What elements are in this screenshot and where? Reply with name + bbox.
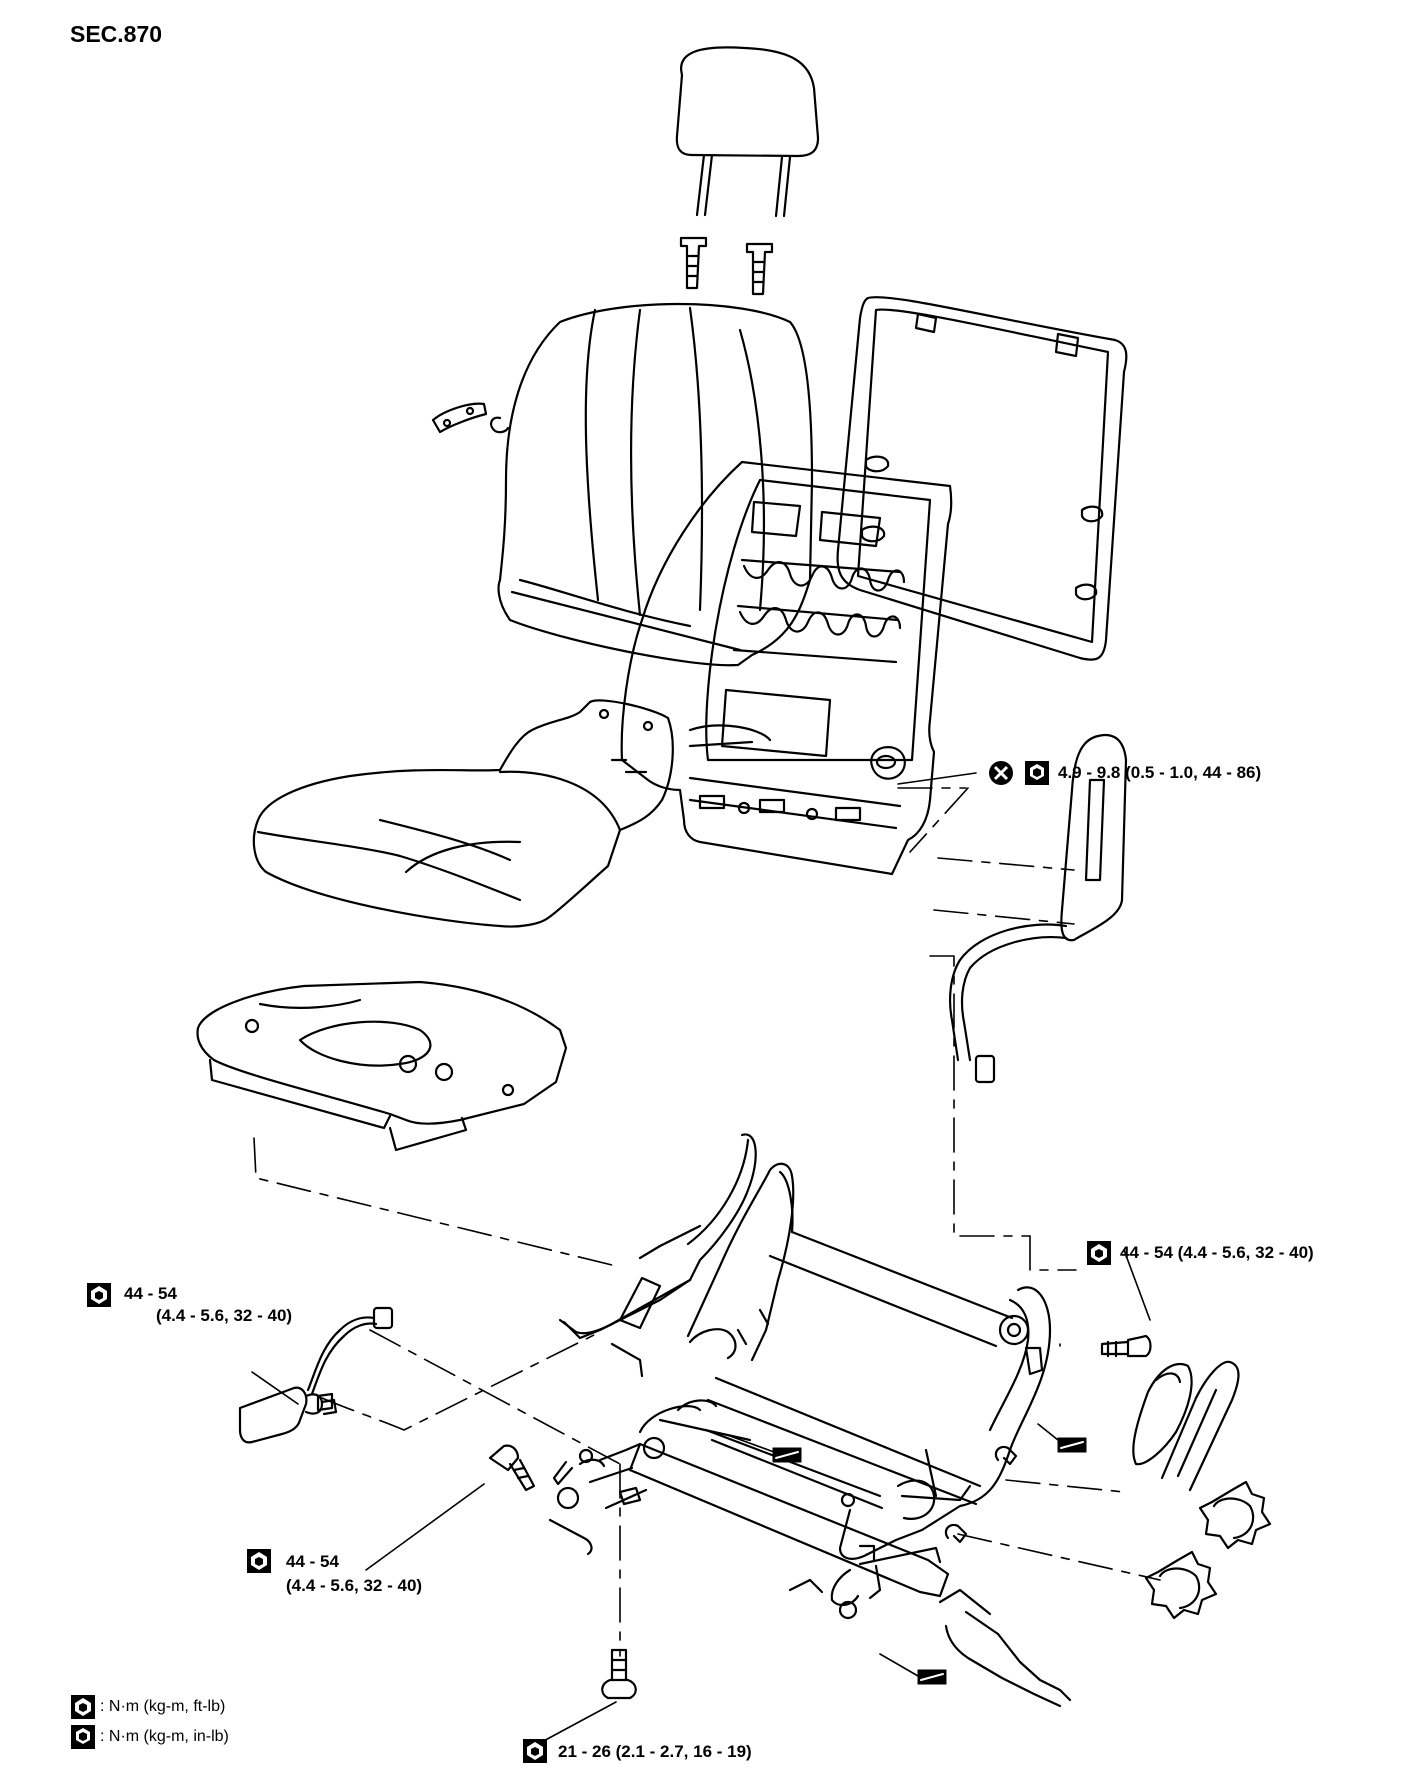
leader-lines	[251, 772, 1151, 1745]
seat-cushion-frame	[548, 1133, 1052, 1620]
torque-label-nut-back-frame: 4.9 - 9.8 (0.5 - 1.0, 44 - 86)	[1058, 763, 1262, 782]
headrest-guide-left	[679, 236, 708, 290]
torque-label-bolt-left-value: 44 - 54	[124, 1284, 177, 1303]
grease-icon	[1057, 1437, 1087, 1453]
slide-rail	[588, 1399, 950, 1598]
seatback-board	[836, 296, 1128, 661]
torque-label-bolt-bottom: 21 - 26 (2.1 - 2.7, 16 - 19)	[558, 1742, 752, 1761]
torque-wrench-small-icon	[71, 1725, 95, 1749]
legend-standard-units: : N·m (kg-m, ft-lb)	[100, 1698, 226, 1715]
recliner-knob-lower	[1144, 1550, 1218, 1620]
section-title: SEC.870	[70, 21, 163, 47]
torque-wrench-icon	[1087, 1241, 1111, 1265]
clip-upper	[994, 1445, 1018, 1466]
seat-belt-buckle	[238, 1306, 394, 1444]
nut-back-frame	[870, 746, 906, 780]
bolt-right-upper	[1100, 1334, 1152, 1358]
bolt-small-left	[316, 1392, 334, 1412]
torque-wrench-icon	[87, 1283, 111, 1307]
torque-label-bolt-lower-detail: (4.4 - 5.6, 32 - 40)	[286, 1576, 423, 1595]
do-not-reuse-icon	[989, 761, 1013, 785]
torque-wrench-icon	[247, 1549, 271, 1573]
headrest-guide-right	[745, 242, 774, 296]
assembly-dashed-lines	[253, 787, 1161, 1657]
seat-cushion-pad	[196, 980, 568, 1152]
seatback-side-bolster	[949, 733, 1128, 1084]
legend-small-units: : N·m (kg-m, in-lb)	[100, 1728, 229, 1745]
grease-icon	[772, 1447, 802, 1463]
bolt-bottom	[601, 1648, 637, 1700]
recliner-lever	[431, 402, 510, 434]
grease-icon	[917, 1669, 947, 1685]
seatback-trim	[497, 302, 814, 667]
torque-label-bolt-right-upper: 44 - 54 (4.4 - 5.6, 32 - 40)	[1120, 1243, 1314, 1262]
headrest	[675, 46, 820, 218]
bolt-left	[488, 1444, 536, 1492]
outer-finisher-cover	[1132, 1363, 1193, 1466]
clip-lower	[944, 1523, 968, 1544]
torque-wrench-icon	[71, 1695, 95, 1719]
side-shield	[938, 1360, 1240, 1708]
torque-wrench-small-icon	[1025, 761, 1049, 785]
torque-wrench-icon	[523, 1739, 547, 1763]
seat-cushion-trim	[252, 699, 674, 928]
recliner-knob-upper	[1198, 1480, 1272, 1550]
torque-label-bolt-left-detail: (4.4 - 5.6, 32 - 40)	[156, 1306, 293, 1325]
torque-label-bolt-lower-value: 44 - 54	[286, 1552, 339, 1571]
seatback-frame	[610, 460, 953, 876]
